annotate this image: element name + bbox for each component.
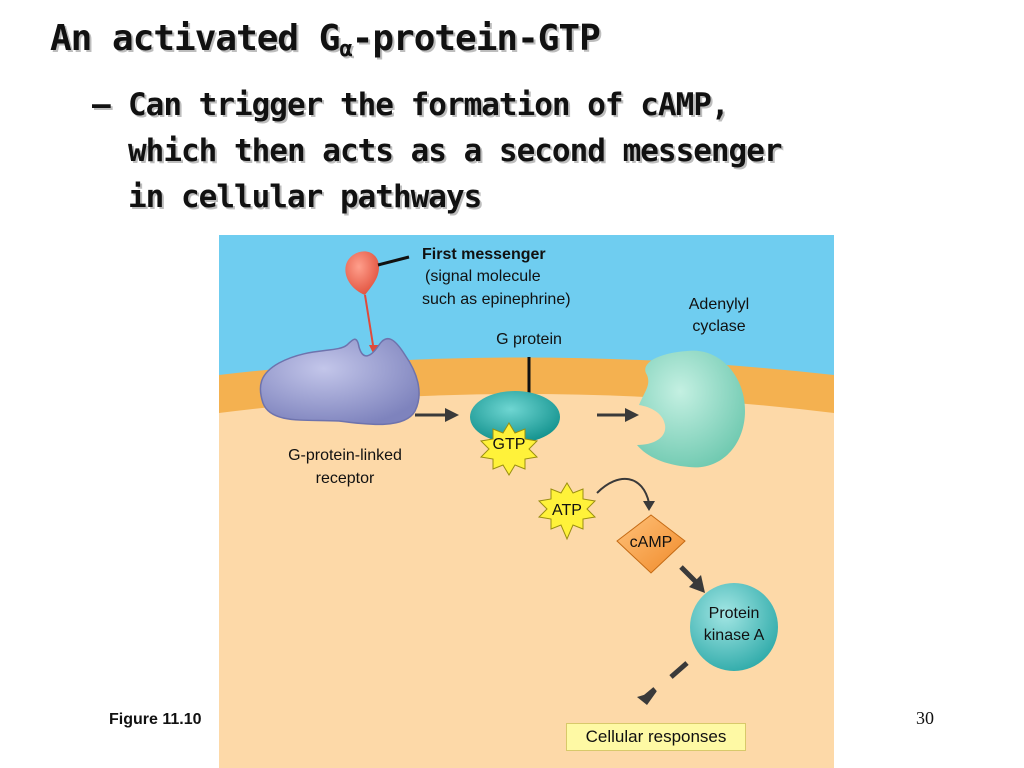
cytoplasm — [219, 394, 834, 768]
bullet-text: Can trigger the formation of cAMP, which… — [128, 82, 783, 220]
title-main: An activated G — [50, 18, 340, 59]
pka-label-line1: Protein — [708, 605, 760, 622]
bullet-line-1: Can trigger the formation of cAMP, — [128, 87, 730, 123]
adenylyl-cyclase-label-line2: cyclase — [692, 318, 746, 335]
g-protein-label: G protein — [496, 331, 562, 348]
arrow-pka-to-responses — [637, 661, 689, 705]
g-protein-linked-receptor — [259, 337, 420, 426]
diagram-artwork — [219, 235, 834, 768]
arrow-gprotein-to-adenylyl-cyclase — [597, 408, 639, 422]
title-rest: -protein-GTP — [351, 18, 601, 59]
first-messenger-label: First messenger — [422, 246, 546, 263]
figure-label: Figure 11.10 — [109, 711, 202, 728]
title-subscript: α — [339, 37, 352, 62]
pka-label-line2: kinase A — [703, 627, 765, 644]
bullet-line-3: in cellular pathways — [128, 179, 482, 215]
gtp-label: GTP — [492, 436, 526, 453]
arrow-atp-to-camp-head — [643, 501, 655, 511]
page-number: 30 — [916, 708, 934, 728]
arrow-receptor-to-gprotein — [415, 408, 459, 422]
adenylyl-cyclase — [637, 350, 745, 468]
receptor-label-line2: receptor — [315, 470, 375, 487]
gtp-starburst — [479, 422, 539, 476]
atp-starburst — [537, 482, 597, 541]
protein-kinase-a-body — [690, 583, 778, 671]
atp-label: ATP — [552, 502, 582, 519]
first-messenger-desc-line1: (signal molecule — [425, 268, 541, 285]
bullet-dash: – — [92, 87, 111, 123]
receptor-label-line1: G-protein-linked — [288, 447, 402, 464]
camp-label: cAMP — [629, 534, 673, 551]
camp-pathway-diagram: First messenger (signal molecule such as… — [219, 235, 834, 768]
adenylyl-cyclase-label-line1: Adenylyl — [688, 296, 750, 313]
first-messenger-callout-line — [377, 255, 410, 267]
slide-title: An activated Gα-protein-GTP — [50, 18, 601, 62]
bullet-point: – Can trigger the formation of cAMP, whi… — [92, 82, 912, 220]
camp-diamond — [616, 514, 686, 574]
arrow-camp-to-pka — [679, 565, 705, 593]
first-messenger-desc-line2: such as epinephrine) — [422, 291, 571, 308]
arrow-atp-to-camp — [596, 477, 650, 504]
bullet-line-2: which then acts as a second messenger — [128, 133, 783, 169]
cellular-responses-box: Cellular responses — [566, 723, 746, 751]
